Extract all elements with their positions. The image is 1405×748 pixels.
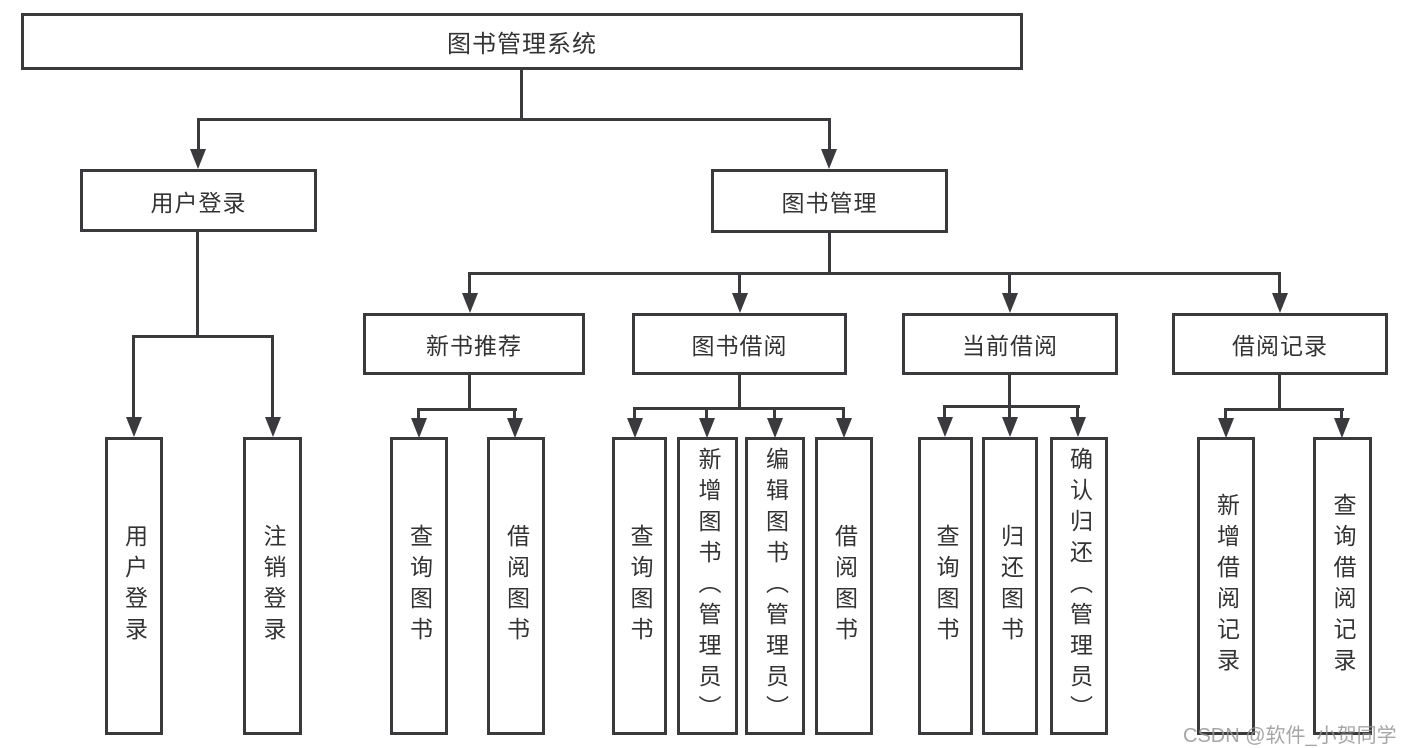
arrowhead-down-icon	[1002, 417, 1018, 437]
connector-line	[828, 118, 831, 151]
arrowhead-down-icon	[699, 418, 715, 438]
node-book-management-label: 图书管理	[781, 190, 878, 216]
arrowhead-down-icon	[126, 417, 142, 437]
leaf-add-books-admin: 新增图书（管理员）	[677, 437, 738, 735]
connector-line	[1340, 408, 1343, 418]
arrowhead-down-icon	[836, 418, 852, 438]
arrowhead-down-icon	[732, 293, 748, 313]
leaf-confirm-return-admin: 确认归还（管理员）	[1050, 437, 1108, 735]
connector-line	[468, 375, 471, 408]
node-library-system-label: 图书管理系统	[447, 31, 597, 58]
connector-line	[943, 405, 946, 417]
node-user-login-label: 用户登录	[150, 189, 247, 216]
arrowhead-down-icon	[937, 417, 953, 437]
connector-line	[773, 407, 776, 418]
leaf-query-books-1-label: 查询图书	[406, 524, 433, 648]
leaf-borrow-books-2-label: 借阅图书	[831, 524, 858, 648]
leaf-add-borrow-record-label: 新增借阅记录	[1213, 493, 1240, 679]
node-book-management: 图书管理	[711, 169, 948, 233]
connector-line	[738, 375, 741, 407]
arrowhead-down-icon	[767, 418, 783, 438]
leaf-borrow-books-1-label: 借阅图书	[503, 524, 530, 648]
arrowhead-down-icon	[1218, 418, 1234, 438]
connector-line	[196, 232, 199, 335]
node-book-borrowing: 图书借阅	[632, 313, 847, 375]
connector-line	[828, 233, 831, 272]
leaf-query-books-3: 查询图书	[918, 437, 973, 735]
connector-line	[1278, 272, 1281, 293]
connector-line	[197, 118, 831, 121]
arrowhead-down-icon	[411, 418, 427, 438]
leaf-query-books-2-label: 查询图书	[627, 524, 653, 648]
node-current-borrowing: 当前借阅	[902, 313, 1118, 375]
connector-line	[1224, 408, 1227, 418]
node-current-borrowing-label: 当前借阅	[962, 333, 1058, 359]
leaf-add-borrow-record: 新增借阅记录	[1197, 437, 1255, 735]
connector-line	[1278, 375, 1281, 408]
leaf-borrow-books-2: 借阅图书	[815, 437, 873, 735]
arrowhead-down-icon	[1002, 293, 1018, 313]
connector-line	[1224, 408, 1344, 411]
leaf-return-books-label: 归还图书	[997, 524, 1024, 648]
arrowhead-down-icon	[1334, 418, 1350, 438]
leaf-query-borrow-record: 查询借阅记录	[1313, 437, 1372, 735]
leaf-return-books: 归还图书	[982, 437, 1038, 735]
node-borrowing-records: 借阅记录	[1172, 313, 1388, 375]
connector-line	[1076, 405, 1079, 417]
connector-line	[520, 70, 523, 118]
connector-line	[468, 272, 1281, 275]
arrowhead-down-icon	[1272, 293, 1288, 313]
watermark: CSDN @软件_小贺同学	[1183, 725, 1397, 747]
node-library-system: 图书管理系统	[21, 13, 1023, 70]
leaf-borrow-books-1: 借阅图书	[487, 437, 545, 735]
arrowhead-down-icon	[1070, 417, 1086, 437]
node-user-login: 用户登录	[80, 169, 317, 232]
connector-line	[468, 272, 471, 293]
leaf-logout-login-label: 注销登录	[260, 524, 286, 648]
connector-line	[197, 118, 200, 151]
arrowhead-down-icon	[821, 149, 837, 169]
connector-line	[1008, 272, 1011, 293]
node-new-book-recommend: 新书推荐	[363, 313, 585, 375]
connector-line	[633, 407, 845, 410]
node-new-book-recommend-label: 新书推荐	[426, 333, 522, 359]
leaf-edit-books-admin: 编辑图书（管理员）	[745, 437, 805, 735]
arrowhead-down-icon	[507, 418, 523, 438]
connector-line	[943, 405, 1080, 408]
connector-line	[417, 408, 420, 418]
node-book-borrowing-label: 图书借阅	[691, 333, 788, 359]
leaf-add-books-admin-label: 新增图书（管理员）	[695, 446, 721, 726]
leaf-confirm-return-admin-label: 确认归还（管理员）	[1066, 446, 1093, 726]
connector-line	[1008, 405, 1011, 417]
connector-line	[705, 407, 708, 418]
connector-line	[417, 408, 517, 411]
node-borrowing-records-label: 借阅记录	[1232, 333, 1328, 359]
leaf-user-login-label: 用户登录	[121, 524, 148, 648]
connector-line	[633, 407, 636, 418]
connector-line	[513, 408, 516, 418]
arrowhead-down-icon	[265, 417, 281, 437]
leaf-logout-login: 注销登录	[243, 437, 302, 735]
arrowhead-down-icon	[627, 418, 643, 438]
connector-line	[132, 335, 135, 417]
leaf-query-books-1: 查询图书	[390, 437, 448, 735]
arrowhead-down-icon	[462, 293, 478, 313]
leaf-edit-books-admin-label: 编辑图书（管理员）	[762, 446, 789, 726]
arrowhead-down-icon	[190, 149, 206, 169]
leaf-query-books-3-label: 查询图书	[933, 524, 959, 648]
connector-line	[842, 407, 845, 418]
connector-line	[271, 335, 274, 417]
leaf-user-login: 用户登录	[105, 437, 163, 735]
leaf-query-borrow-record-label: 查询借阅记录	[1330, 493, 1356, 679]
connector-line	[132, 335, 274, 338]
leaf-query-books-2: 查询图书	[612, 437, 667, 735]
connector-line	[738, 272, 741, 293]
connector-line	[1008, 375, 1011, 405]
